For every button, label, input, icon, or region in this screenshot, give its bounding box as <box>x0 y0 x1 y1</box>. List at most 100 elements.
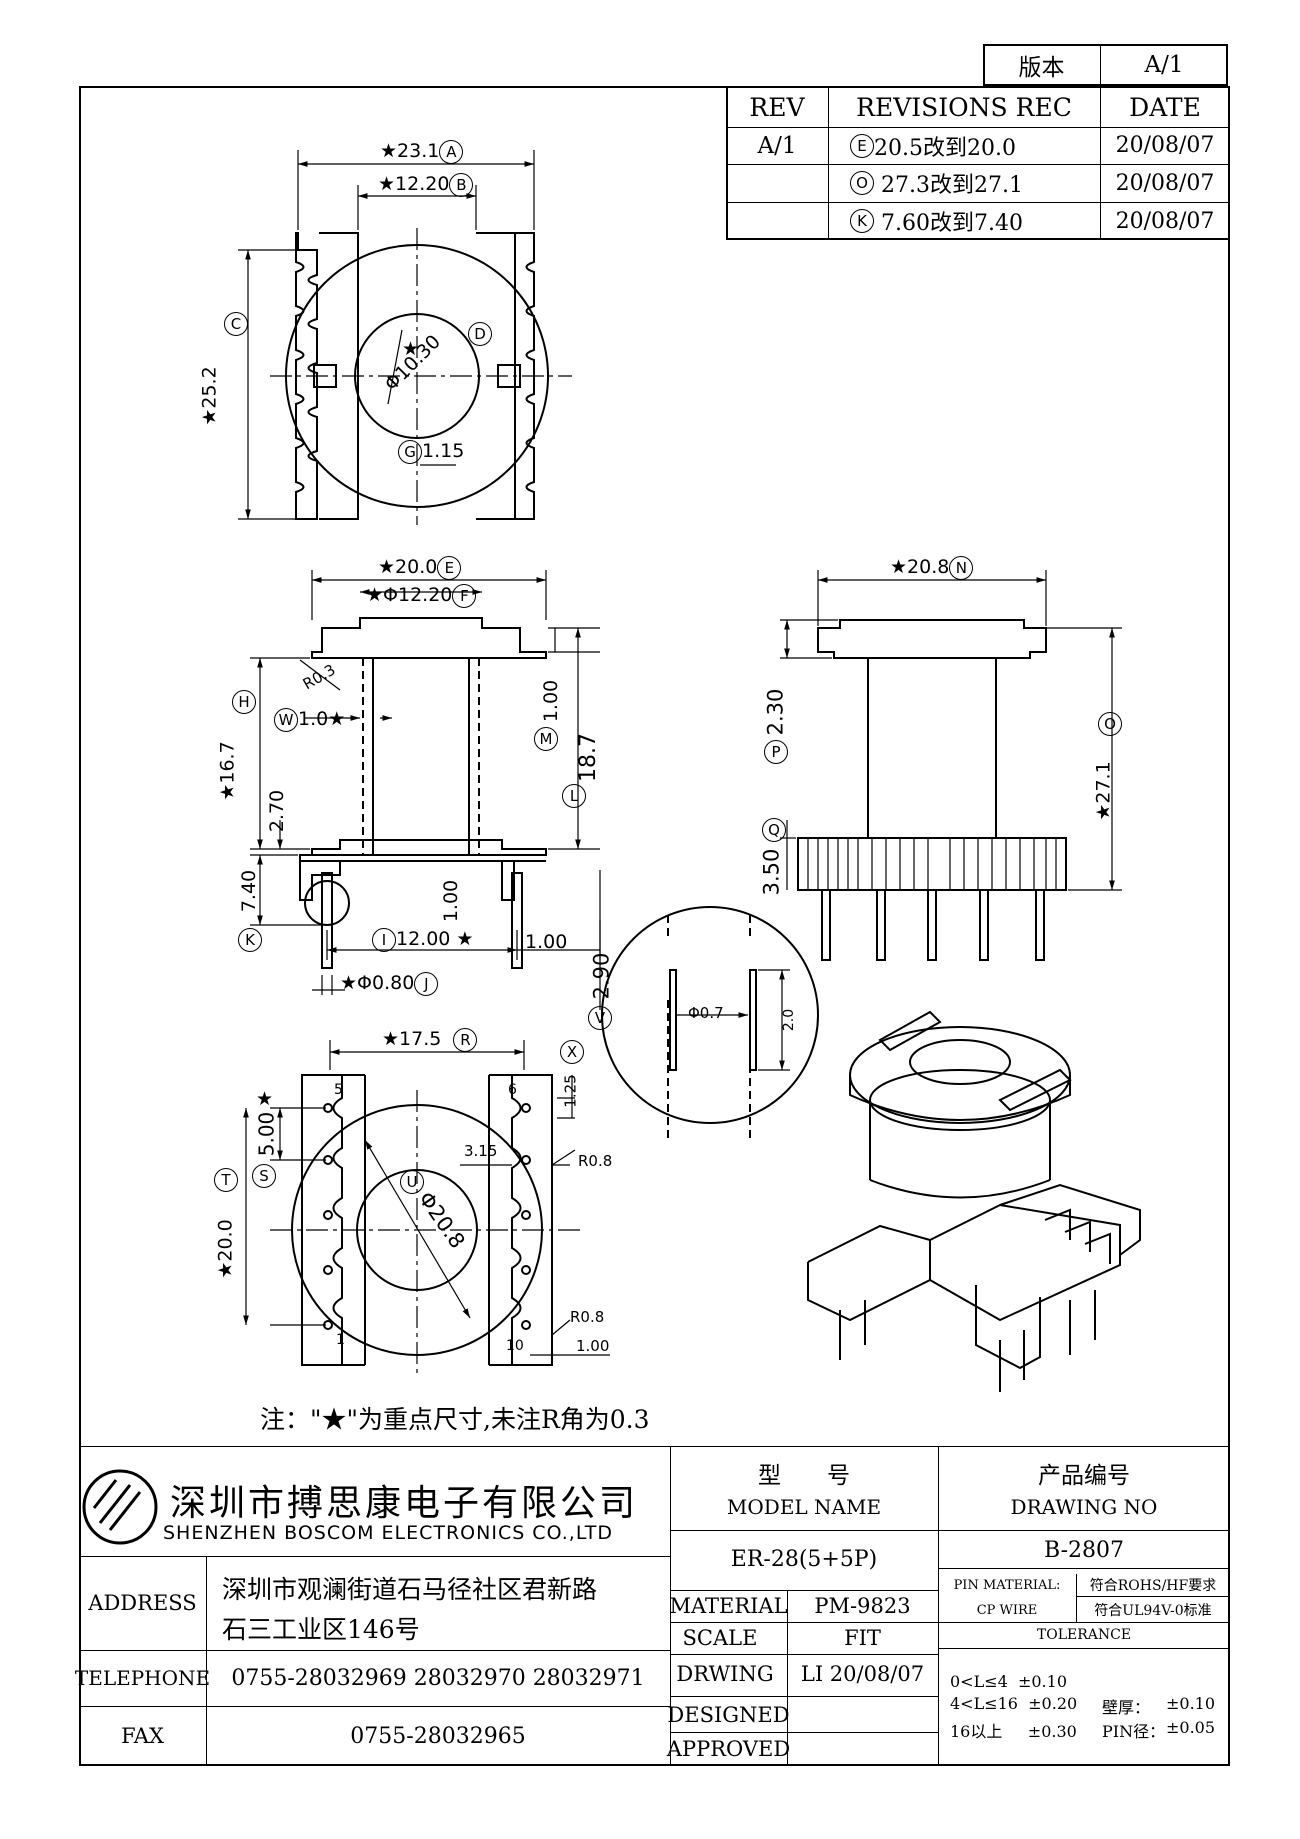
cp-wire-label: CP WIRE <box>976 1602 1038 1618</box>
revision-mark: O <box>850 171 874 195</box>
company-name-en: SHENZHEN BOSCOM ELECTRONICS CO.,LTD <box>163 1522 614 1544</box>
rev-header: REV <box>749 93 805 122</box>
pin-dia-value: ±0.05 <box>1166 1718 1216 1737</box>
dim-mark: B <box>449 173 474 197</box>
dim-mark: G <box>398 440 422 464</box>
dim-mark: Q <box>762 818 786 842</box>
company-name-cn: 深圳市搏思康电子有限公司 <box>170 1483 639 1524</box>
pin-number: 5 <box>334 1082 343 1098</box>
dim-label: R0.8 <box>578 1152 613 1170</box>
dim-label: ★16.7 <box>216 741 239 801</box>
dim-text: ★20.0 <box>378 556 438 578</box>
dim-label: 7.40 <box>238 869 261 913</box>
title-block-top <box>79 1446 1230 1447</box>
dim-text: ★12.20 <box>378 173 450 195</box>
revision-date: 20/08/07 <box>1115 208 1215 234</box>
revision-row: K 7.60改到7.40 <box>850 202 1100 240</box>
dim-label: 2.90 <box>589 952 614 1000</box>
revisions-rec-header: REVISIONS REC <box>856 93 1072 122</box>
address-line2: 石三工业区146号 <box>222 1615 420 1644</box>
dim-label: ★27.1 <box>1092 761 1115 821</box>
dim-mark: I <box>372 928 396 952</box>
isometric-view <box>807 1010 1141 1392</box>
dim-label: 18.7 <box>575 733 601 782</box>
dim-mark: R <box>453 1028 478 1052</box>
drwing-label: DRWING <box>676 1662 774 1686</box>
dim-text: 12.00 ★ <box>396 928 474 950</box>
side-view <box>299 617 547 969</box>
dim-label: K <box>238 928 262 952</box>
scale-value: FIT <box>844 1626 881 1650</box>
dim-label: 1.25 <box>561 1074 580 1108</box>
model-name-en: MODEL NAME <box>726 1495 882 1519</box>
dim-mark: S <box>252 1164 276 1188</box>
dim-text: ★17.5 <box>382 1028 442 1050</box>
dim-label: 1.00 <box>525 931 568 953</box>
address-label: ADDRESS <box>88 1591 197 1615</box>
approved-label: APPROVED <box>666 1737 791 1761</box>
dim-label: O <box>1098 712 1122 736</box>
dim-label: 5.00 <box>254 1111 279 1157</box>
date-header: DATE <box>1129 93 1201 122</box>
dim-text: 1.0★ <box>298 708 346 730</box>
bottom-view <box>291 1074 553 1366</box>
dim-mark: F <box>452 584 477 608</box>
dim-label: ★ <box>402 338 420 360</box>
dim-label: 1.00 <box>576 1337 610 1355</box>
dim-mark: K <box>238 928 262 952</box>
dim-label: 3.15 <box>464 1142 498 1160</box>
material-value: PM-9823 <box>814 1594 911 1618</box>
dim-mark: O <box>1098 712 1122 736</box>
dim-label: X <box>560 1040 584 1064</box>
dim-label: R0.8 <box>570 1308 605 1326</box>
dim-label: Φ0.7 <box>688 1004 724 1022</box>
dim-mark: X <box>560 1040 584 1064</box>
pin-number: 1 <box>336 1332 345 1348</box>
pin-number: 10 <box>506 1338 524 1354</box>
revision-date: 20/08/07 <box>1115 133 1215 158</box>
dim-label: P <box>764 740 788 764</box>
drwing-value: LI 20/08/07 <box>800 1662 925 1686</box>
dim-label: ★20.0 <box>214 1219 237 1279</box>
cp-wire-value: 符合UL94V-0标准 <box>1094 1603 1212 1619</box>
drawing-note: 注："★"为重点尺寸,未注R角为0.3 <box>260 1405 650 1434</box>
dim-mark: T <box>214 1168 238 1192</box>
dim-label: U <box>400 1170 424 1194</box>
version-label: 版本 <box>1018 55 1065 81</box>
dim-mark: U <box>400 1170 424 1194</box>
revision-table <box>726 86 1230 240</box>
pin-dia-label: PIN径： <box>1102 1722 1166 1741</box>
revision-row: O 27.3改到27.1 <box>850 164 1100 202</box>
dim-label: Q <box>762 818 786 842</box>
revision-row: E 20.5改到20.0 <box>850 127 1100 164</box>
dim-label: 3.50 <box>759 848 784 896</box>
wall-value: ±0.10 <box>1166 1694 1216 1713</box>
tolerance-row: 0<L≤4 ±0.10 <box>950 1672 1067 1691</box>
dim-label: T <box>214 1168 238 1192</box>
drawing-no-cn: 产品编号 <box>1038 1463 1130 1489</box>
dim-text: 1.15 <box>422 440 465 462</box>
model-name-cn: 型 号 <box>758 1463 850 1489</box>
telephone-value: 0755-28032969 28032970 28032971 <box>231 1665 645 1691</box>
model-value: ER-28(5+5P) <box>730 1546 878 1572</box>
drawing-no-value: B-2807 <box>1044 1537 1124 1563</box>
revision-text: 20.5改到20.0 <box>874 135 1016 161</box>
revision-date: 20/08/07 <box>1115 170 1215 196</box>
dim-mark: E <box>437 556 462 580</box>
drawing-frame <box>79 86 1230 1766</box>
pin-number: 6 <box>508 1082 517 1098</box>
dim-label: L <box>562 784 586 808</box>
company-logo <box>82 1469 158 1545</box>
dim-label: D <box>468 322 492 346</box>
fax-label: FAX <box>121 1724 164 1748</box>
version-box <box>983 44 1228 86</box>
designed-label: DESIGNED <box>667 1703 790 1727</box>
dim-mark: M <box>534 727 558 751</box>
